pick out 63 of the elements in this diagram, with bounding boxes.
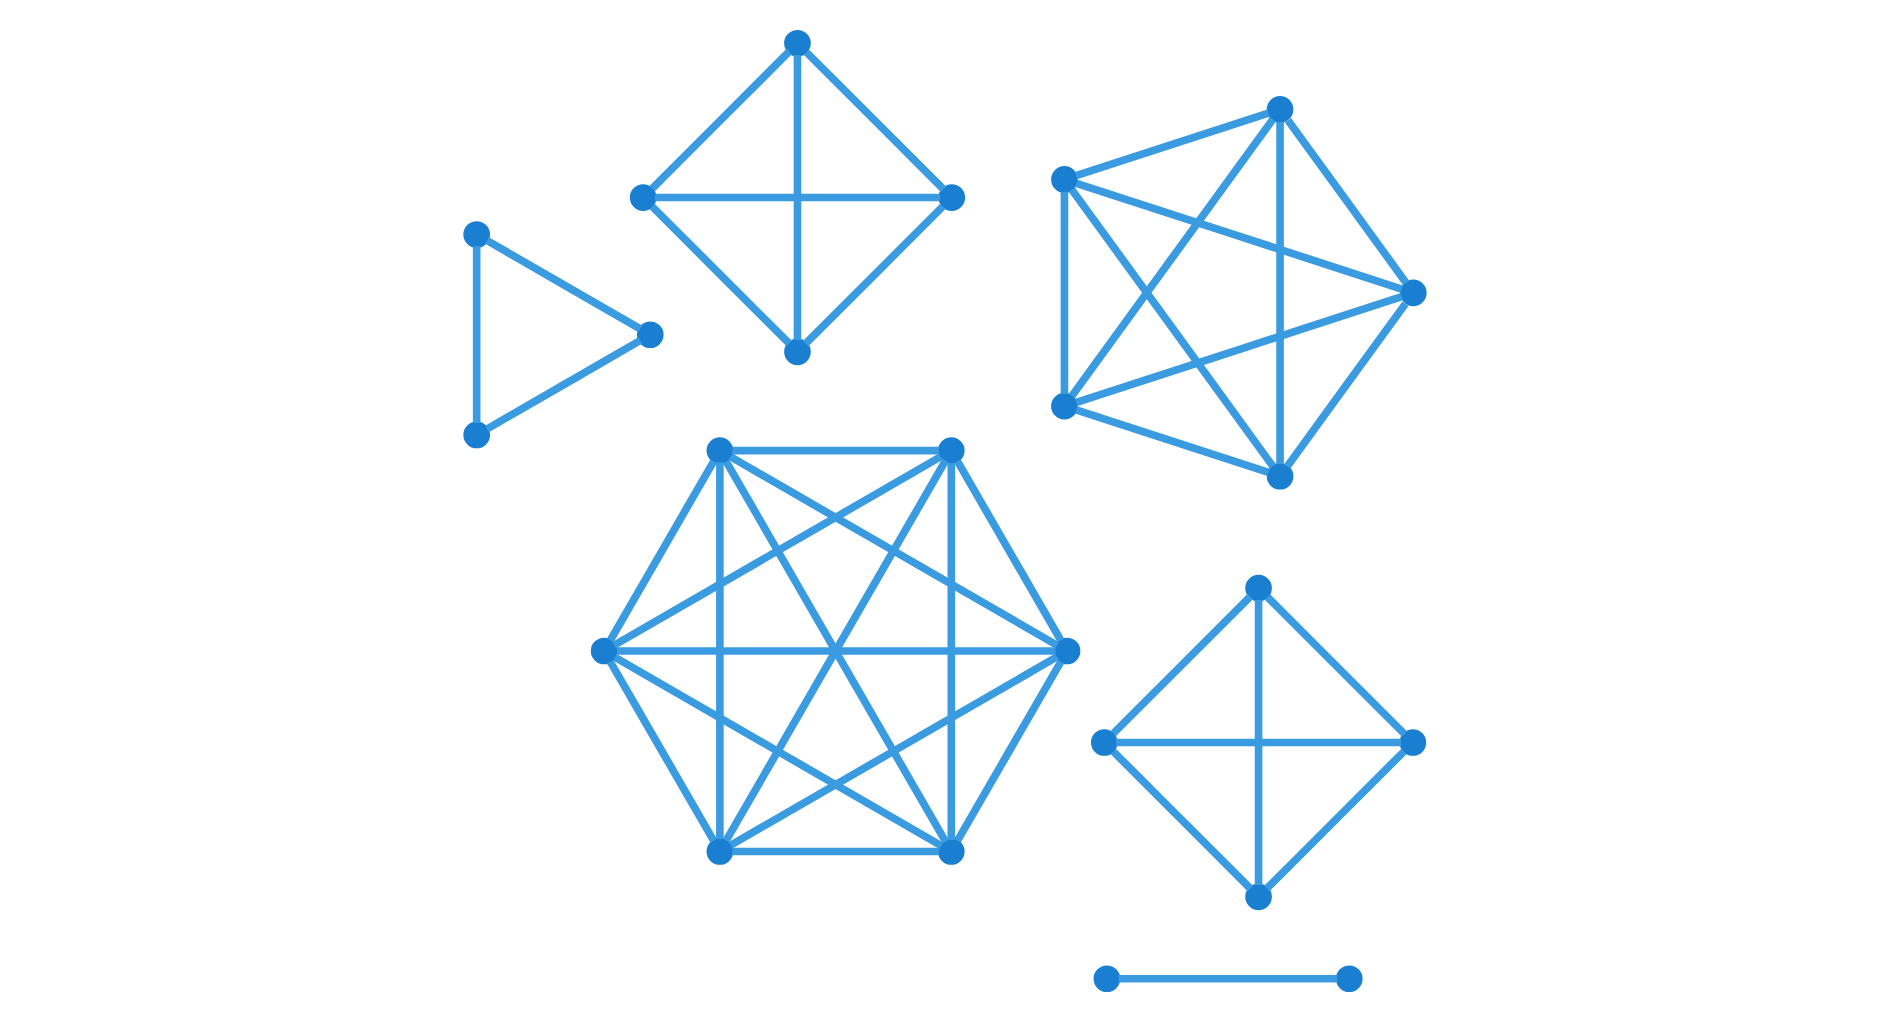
- node-circle: [1399, 729, 1427, 756]
- connector: [728, 453, 1059, 649]
- node-circle: [1335, 965, 1363, 993]
- connector: [485, 237, 643, 333]
- connector: [1074, 406, 1270, 477]
- connector: [472, 246, 481, 424]
- node-circle: [636, 321, 664, 349]
- connector: [793, 55, 802, 341]
- connector: [803, 49, 947, 192]
- node-circle: [1093, 965, 1121, 993]
- node-circle: [1051, 166, 1078, 193]
- node-circle: [1266, 462, 1294, 490]
- connector: [947, 463, 956, 840]
- node-circle: [784, 29, 811, 57]
- connector: [1110, 748, 1253, 892]
- connector: [1284, 301, 1409, 469]
- connector: [1074, 109, 1270, 180]
- connector: [1276, 122, 1284, 465]
- connector: [954, 659, 1065, 843]
- connector: [1068, 187, 1276, 469]
- connector: [607, 659, 717, 843]
- connector: [1075, 292, 1403, 406]
- connector: [1118, 974, 1338, 983]
- node-circle: [1245, 883, 1272, 911]
- connector: [716, 462, 724, 840]
- connector: [607, 459, 717, 643]
- connector: [613, 653, 944, 849]
- connector: [1116, 738, 1402, 747]
- connector: [1110, 593, 1253, 737]
- connector: [1075, 179, 1403, 293]
- connector: [1264, 748, 1407, 892]
- connector: [649, 203, 792, 347]
- node-circle: [590, 637, 618, 665]
- node-circle: [706, 437, 734, 464]
- connector: [732, 446, 939, 455]
- node-circle: [1051, 392, 1078, 420]
- node-circle: [706, 838, 734, 865]
- node-circle: [938, 184, 966, 211]
- connector: [1264, 594, 1408, 737]
- node-circle: [463, 221, 490, 248]
- node-circle: [629, 184, 657, 211]
- node-circle: [937, 437, 965, 464]
- connector: [1254, 599, 1263, 886]
- connector: [612, 453, 943, 649]
- connector: [954, 459, 1065, 643]
- node-circle: [1400, 279, 1427, 307]
- connector: [654, 193, 941, 202]
- node-circle: [1245, 574, 1272, 602]
- node-circle: [1053, 637, 1081, 665]
- connector: [1284, 118, 1410, 286]
- node-circle: [784, 338, 811, 366]
- connector: [649, 48, 792, 192]
- connector: [485, 337, 643, 433]
- node-circle: [1266, 96, 1294, 123]
- connector: [732, 847, 939, 856]
- node-circle: [1090, 729, 1118, 756]
- connector: [803, 203, 946, 347]
- connector: [1060, 191, 1069, 394]
- node-circle: [937, 838, 965, 865]
- connector: [728, 653, 1059, 849]
- node-circle: [463, 421, 490, 449]
- connector: [1068, 117, 1276, 399]
- connector: [616, 647, 1056, 655]
